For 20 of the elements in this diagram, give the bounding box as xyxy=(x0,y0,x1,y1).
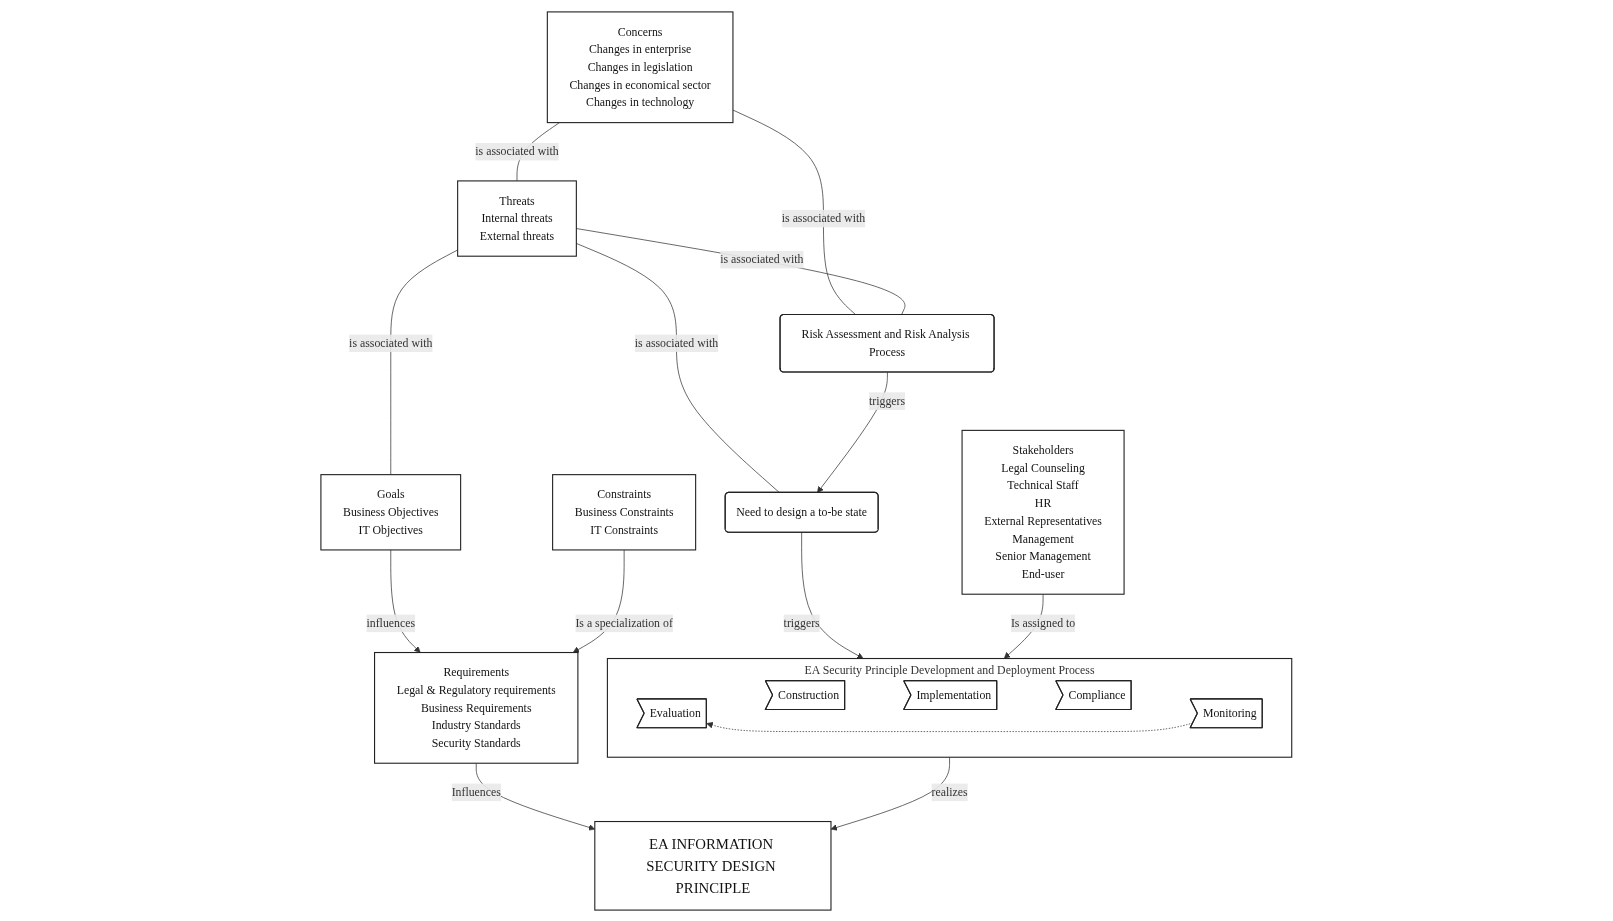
node-box: Stakeholders Legal Counseling Technical Staff HR External Representatives Management Senior Management End-user xyxy=(961,429,1125,595)
node-box: EA INFORMATION SECURITY DESIGN PRINCIPLE xyxy=(594,820,832,911)
edge-label: Is assigned to xyxy=(1011,616,1076,629)
node-box: Goals Business Objectives IT Objectives xyxy=(320,473,462,550)
edge-label: is associated with xyxy=(635,336,719,349)
edge-label: Is a specialization of xyxy=(575,616,673,629)
node-box: Constraints Business Constraints IT Constraints xyxy=(552,473,697,550)
connector xyxy=(576,227,906,315)
edge-label: is associated with xyxy=(475,144,559,158)
node-box: Requirements Legal & Regulatory requirements Business Requirements Industry Standards Security Standards xyxy=(374,651,579,764)
node-box: Concerns Changes in enterprise Changes in legislation Changes in economical sector Changes in technology xyxy=(546,10,734,123)
edge-label: Influences xyxy=(451,785,501,798)
edge-label: is associated with xyxy=(349,336,433,349)
edge-label: triggers xyxy=(783,616,820,629)
edge-label: influences xyxy=(366,616,416,629)
edge-label: is associated with xyxy=(781,211,866,224)
edge-label: realizes xyxy=(931,785,968,798)
edge-label: triggers xyxy=(869,394,906,407)
node-box: Threats Internal threats External threats xyxy=(457,179,578,257)
edge-label: is associated with xyxy=(720,252,804,266)
